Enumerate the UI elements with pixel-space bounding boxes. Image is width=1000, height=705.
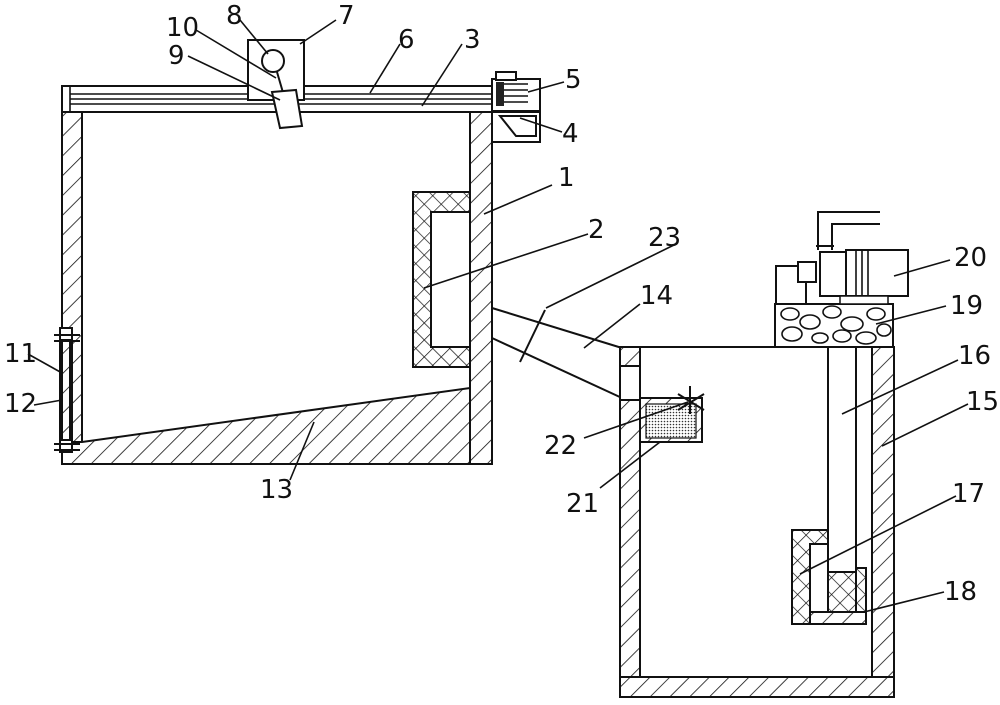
label-10: 10 — [166, 13, 199, 43]
label-7: 7 — [338, 1, 355, 31]
carriage — [247, 39, 305, 130]
label-6: 6 — [398, 25, 415, 55]
filter-screen — [412, 191, 471, 368]
gravel-base — [774, 303, 894, 348]
label-18: 18 — [944, 577, 977, 607]
label-11: 11 — [4, 339, 37, 369]
motor-bracket — [491, 111, 541, 143]
drain-valve — [54, 327, 80, 453]
inlet-filter-box — [639, 386, 705, 443]
callout-labels: 1 2 3 4 5 6 7 8 9 10 11 12 13 14 15 16 1… — [4, 1, 999, 607]
label-21: 21 — [566, 489, 599, 519]
label-2: 2 — [588, 215, 605, 245]
pump-motor — [775, 211, 909, 305]
rail-motor — [491, 71, 541, 112]
leader-lines — [27, 19, 969, 613]
label-4: 4 — [562, 119, 579, 149]
label-12: 12 — [4, 389, 37, 419]
label-17: 17 — [952, 479, 985, 509]
label-8: 8 — [226, 1, 243, 31]
label-3: 3 — [464, 25, 481, 55]
label-14: 14 — [640, 281, 673, 311]
connecting-pipe — [491, 307, 623, 399]
label-19: 19 — [950, 291, 983, 321]
suction-pipe — [791, 346, 867, 625]
label-15: 15 — [966, 387, 999, 417]
label-1: 1 — [558, 163, 575, 193]
label-23: 23 — [648, 223, 681, 253]
label-5: 5 — [565, 65, 582, 95]
label-20: 20 — [954, 243, 987, 273]
label-13: 13 — [260, 475, 293, 505]
label-9: 9 — [168, 41, 185, 71]
label-22: 22 — [544, 431, 577, 461]
label-16: 16 — [958, 341, 991, 371]
